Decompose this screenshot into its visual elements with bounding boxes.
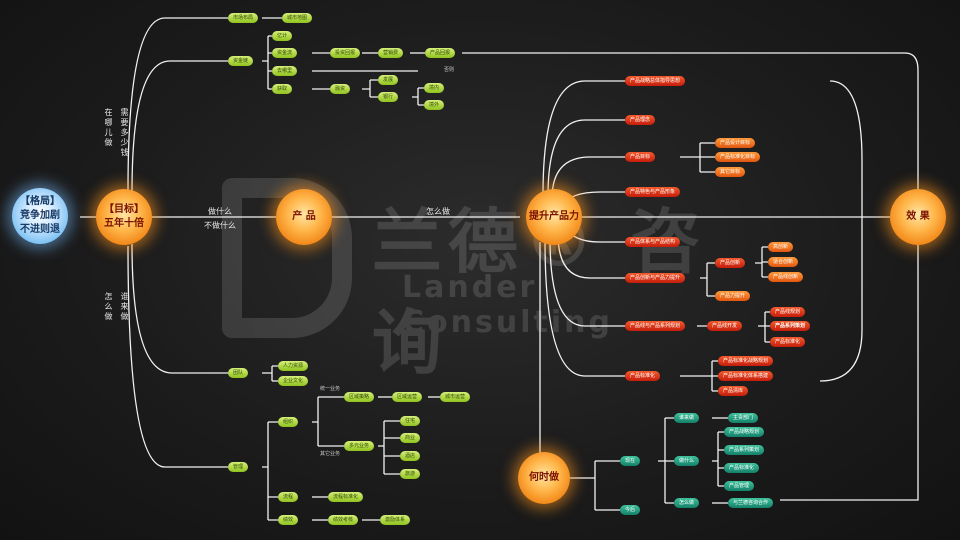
node-r7a3[interactable]: 产品标准化	[770, 337, 806, 347]
effect-node[interactable]: 效 果	[890, 189, 946, 245]
node-r5[interactable]: 产品体系与产品结构	[625, 237, 681, 247]
label-how: 怎么做	[426, 207, 450, 216]
node-r3a[interactable]: 产品设计目标	[715, 138, 756, 148]
product-node[interactable]: 产 品	[276, 189, 332, 245]
node-n11[interactable]: 境内	[424, 83, 445, 93]
label-otherwise: 否则	[444, 67, 455, 73]
node-city-map[interactable]: 城市地图	[282, 13, 313, 23]
node-process-std[interactable]: 流程标准化	[328, 492, 364, 502]
node-r2[interactable]: 产品理念	[625, 115, 656, 125]
node-n1[interactable]: 亿计	[272, 31, 293, 41]
node-n3[interactable]: 投资回报	[330, 48, 361, 58]
label-local-biz: 统一业务	[320, 386, 341, 392]
node-culture[interactable]: 企业文化	[278, 376, 309, 386]
node-team[interactable]: 团队	[228, 368, 249, 378]
improve-node[interactable]: 提升产品力	[526, 189, 582, 245]
node-city-ops[interactable]: 城市运营	[440, 392, 471, 402]
node-dept[interactable]: 主责部门	[728, 413, 759, 423]
node-t2d[interactable]: 产品管理	[724, 481, 755, 491]
node-r7[interactable]: 产品线与产品系列规划	[625, 321, 686, 331]
node-org[interactable]: 组织	[278, 417, 299, 427]
pattern-node[interactable]: 【格局】 竞争加剧 不进则退	[12, 188, 68, 244]
node-r8c[interactable]: 产品清库	[718, 386, 749, 396]
node-r7a1[interactable]: 产品线规划	[770, 307, 806, 317]
node-r8[interactable]: 产品标准化	[625, 371, 661, 381]
node-r6b[interactable]: 产品力提升	[715, 291, 751, 301]
node-n4[interactable]: 营销费	[378, 48, 404, 58]
node-later[interactable]: 今后	[620, 505, 641, 515]
node-r4[interactable]: 产品特色与产品形象	[625, 187, 681, 197]
node-perf[interactable]: 绩效	[278, 515, 299, 525]
node-r3[interactable]: 产品目标	[625, 152, 656, 162]
node-housing[interactable]: 住宅	[400, 416, 421, 426]
node-manage[interactable]: 管理	[228, 462, 249, 472]
node-lander[interactable]: 与兰德咨询合作	[728, 498, 774, 508]
node-hr[interactable]: 人力资源	[278, 361, 309, 371]
node-r1[interactable]: 产品战略总体指导思想	[625, 76, 686, 86]
node-now[interactable]: 现在	[620, 456, 641, 466]
node-r8a[interactable]: 产品标准化战略规划	[718, 356, 774, 366]
label-what: 做什么	[208, 207, 232, 216]
node-region-ops[interactable]: 区域运营	[392, 392, 423, 402]
node-r8b[interactable]: 产品标准化体系搭建	[718, 371, 774, 381]
label-other-biz: 其它业务	[320, 451, 341, 457]
node-t2c[interactable]: 产品标准化	[724, 463, 760, 473]
node-n5[interactable]: 产品回报	[425, 48, 456, 58]
node-r3b[interactable]: 产品标准化目标	[715, 152, 761, 162]
node-r7a2[interactable]: 产品系列策划	[770, 321, 811, 331]
node-t2a[interactable]: 产品战略规划	[724, 427, 765, 437]
node-multi-biz[interactable]: 多元业务	[344, 441, 375, 451]
node-what[interactable]: 做什么	[674, 456, 700, 466]
node-r3c[interactable]: 其它目标	[715, 167, 746, 177]
node-r6[interactable]: 产品创新与产品力提升	[625, 273, 686, 283]
node-r6a3[interactable]: 产品线创新	[768, 272, 804, 282]
node-process[interactable]: 流程	[278, 492, 299, 502]
node-n6[interactable]: 去哪里	[272, 66, 298, 76]
when-node[interactable]: 何时做	[518, 452, 570, 504]
node-t2b[interactable]: 产品系列策划	[724, 445, 765, 455]
node-n2[interactable]: 资金流	[272, 48, 298, 58]
label-what-not: 不做什么	[204, 221, 236, 230]
node-how[interactable]: 怎么做	[674, 498, 700, 508]
node-hotel[interactable]: 酒店	[400, 451, 421, 461]
node-capital-chain[interactable]: 资金链	[228, 56, 254, 66]
node-tourism[interactable]: 旅游	[400, 469, 421, 479]
node-r7a[interactable]: 产品线开发	[707, 321, 743, 331]
node-who[interactable]: 谁来做	[674, 413, 700, 423]
node-n9[interactable]: 发展	[378, 75, 399, 85]
goal-node[interactable]: 【目标】 五年十倍	[96, 189, 152, 245]
label-who: 谁来做	[120, 292, 129, 321]
node-perf-review[interactable]: 绩效考核	[328, 515, 359, 525]
label-how-left: 怎么做	[104, 292, 113, 321]
node-n7[interactable]: 获取	[272, 84, 293, 94]
node-n10[interactable]: 银行	[378, 92, 399, 102]
node-region-strategy[interactable]: 区域策略	[344, 392, 375, 402]
node-r6a1[interactable]: 高创新	[768, 242, 794, 252]
node-n12[interactable]: 境外	[424, 100, 445, 110]
node-r6a[interactable]: 产品创新	[715, 258, 746, 268]
label-where: 在哪儿做	[104, 108, 113, 147]
node-incentive[interactable]: 激励体系	[380, 515, 411, 525]
node-market-layout[interactable]: 市场布局	[228, 13, 259, 23]
node-r6a2[interactable]: 适合创新	[768, 257, 799, 267]
node-commercial[interactable]: 商业	[400, 433, 421, 443]
node-n8[interactable]: 融资	[330, 84, 351, 94]
label-how-much: 需要多少钱	[120, 108, 129, 157]
